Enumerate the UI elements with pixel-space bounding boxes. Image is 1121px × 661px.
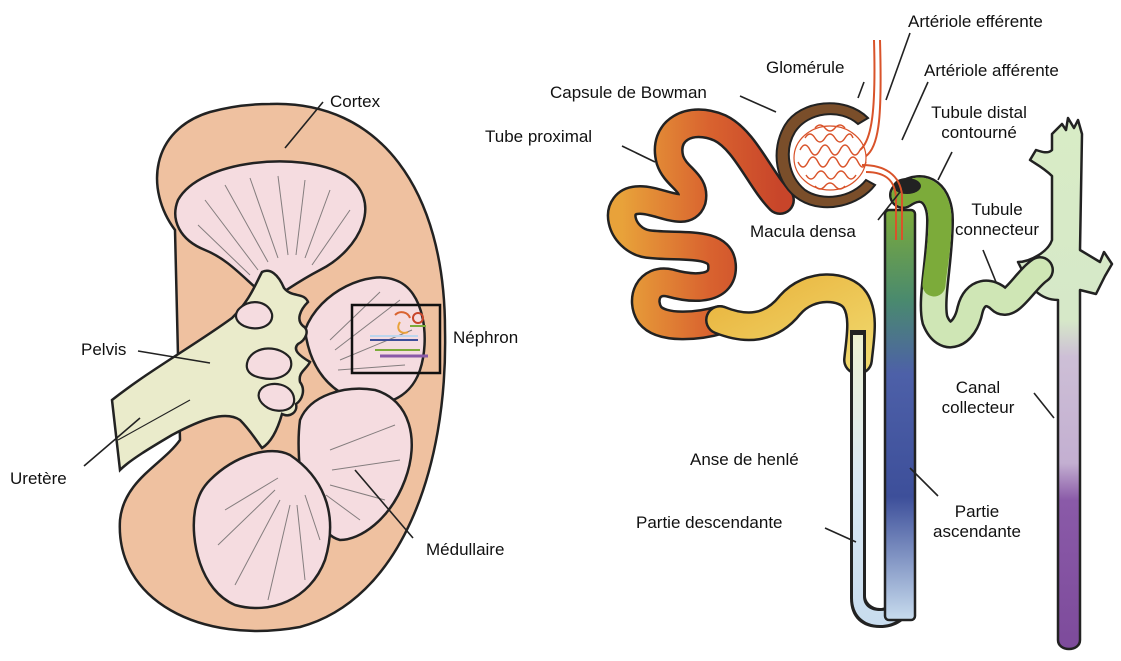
arterioles — [860, 40, 902, 240]
label-arteriole-afferente: Artériole afférente — [924, 61, 1059, 81]
arteriole-efferente-leader — [886, 33, 910, 100]
label-canal-collecteur-line1: Canal — [926, 378, 1030, 398]
label-nephron: Néphron — [453, 328, 518, 348]
label-canal-collecteur: Canal collecteur — [926, 378, 1030, 418]
label-tubule-connecteur: Tubule connecteur — [945, 200, 1049, 240]
label-arteriole-efferente: Artériole efférente — [908, 12, 1043, 32]
label-tubule-connecteur-line2: connecteur — [945, 220, 1049, 240]
label-tubule-distal-line1: Tubule distal — [914, 103, 1044, 123]
label-capsule-bowman: Capsule de Bowman — [550, 83, 707, 103]
capsule-bowman-leader — [740, 96, 776, 112]
label-pelvis: Pelvis — [81, 340, 126, 360]
henle-ascending-limb — [885, 210, 915, 620]
tubule-connecteur-leader — [983, 250, 996, 282]
glomerule-leader — [858, 82, 864, 98]
kidney-calyx — [236, 302, 272, 328]
label-tubule-connecteur-line1: Tubule — [945, 200, 1049, 220]
canal-collecteur-leader — [1034, 393, 1054, 418]
collecting-duct — [1018, 118, 1112, 649]
label-uretere: Uretère — [10, 469, 67, 489]
label-partie-ascendante-line1: Partie — [922, 502, 1032, 522]
label-tube-proximal: Tube proximal — [485, 127, 592, 147]
medulla-pyramid-bottom — [194, 451, 330, 608]
label-tubule-distal: Tubule distal contourné — [914, 103, 1044, 143]
tube-proximal-leader — [622, 146, 655, 162]
label-anse-henle: Anse de henlé — [690, 450, 799, 470]
kidney-calyx — [247, 348, 292, 378]
kidney-illustration — [84, 102, 445, 631]
label-canal-collecteur-line2: collecteur — [926, 398, 1030, 418]
label-glomerule: Glomérule — [766, 58, 844, 78]
glomerulus — [794, 125, 866, 190]
label-cortex: Cortex — [330, 92, 380, 112]
label-medullaire: Médullaire — [426, 540, 504, 560]
label-macula-densa: Macula densa — [750, 222, 856, 242]
label-partie-descendante: Partie descendante — [636, 513, 783, 533]
label-partie-ascendante: Partie ascendante — [922, 502, 1032, 542]
tubule-distal-leader — [938, 152, 952, 180]
label-partie-ascendante-line2: ascendante — [922, 522, 1032, 542]
label-tubule-distal-line2: contourné — [914, 123, 1044, 143]
bowman-capsule — [777, 103, 875, 207]
